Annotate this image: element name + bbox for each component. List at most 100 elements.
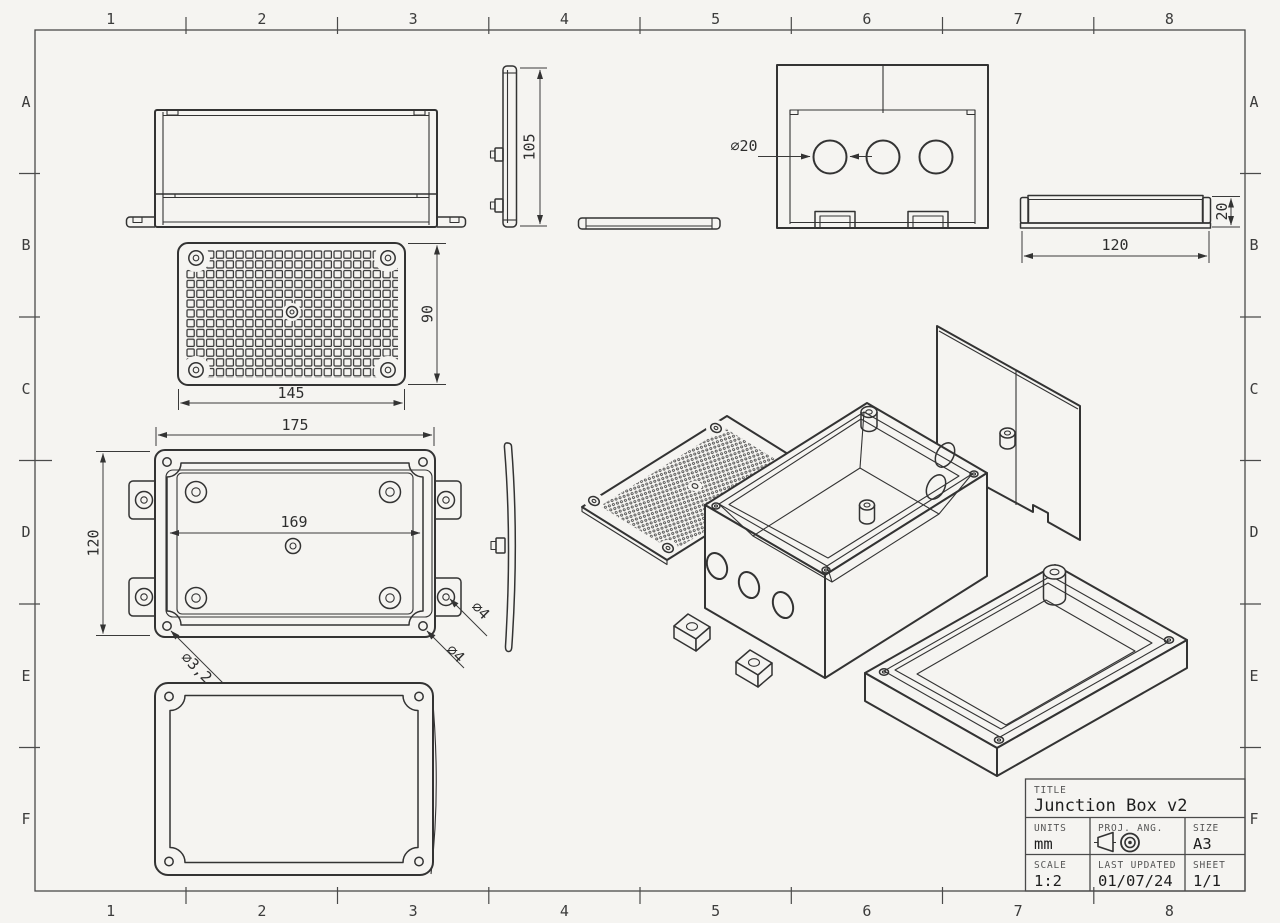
iso-floor-boss (858, 499, 876, 525)
view-end: ∅20 (730, 64, 989, 229)
zone-col: 6 (862, 902, 871, 920)
svg-text:120: 120 (1101, 236, 1128, 254)
svg-text:145: 145 (277, 384, 304, 402)
third-angle-projection-icon (1094, 831, 1140, 853)
iso-lid-tray (864, 564, 1188, 777)
projection-label: PROJ. ANG. (1098, 823, 1163, 834)
svg-text:∅4: ∅4 (443, 641, 469, 667)
dim-lid-height: 20 (1212, 196, 1240, 228)
view-exploded-iso (581, 325, 1188, 777)
cable-hole (918, 139, 954, 175)
size-label: SIZE (1193, 823, 1219, 834)
view-front (125, 109, 467, 228)
standoff-bosses (184, 480, 402, 610)
zone-labels-left: A B C D E F (21, 93, 30, 828)
title-label: TITLE (1034, 785, 1067, 796)
zone-col: 2 (257, 10, 266, 28)
iso-feet (673, 613, 773, 688)
vent-screw-holes (188, 250, 396, 378)
view-side-profile: 105 (489, 65, 547, 228)
dim-vent-width: 145 (178, 384, 405, 410)
iso-panel-boss (999, 427, 1016, 450)
updated-label: LAST UPDATED (1098, 860, 1176, 871)
svg-text:∅3,2: ∅3,2 (177, 648, 215, 686)
zone-row: F (21, 810, 30, 828)
units-label: UNITS (1034, 823, 1067, 834)
svg-text:175: 175 (281, 416, 308, 434)
zone-col: 5 (711, 902, 720, 920)
iso-lid-corner-holes (878, 636, 1175, 744)
iso-lid-corner-cylinder (1042, 564, 1067, 606)
iso-rim-screw-holes (711, 470, 979, 574)
zone-col: 7 (1014, 902, 1023, 920)
dim-lid-width: 120 (1021, 231, 1210, 263)
zone-row: C (21, 380, 30, 398)
frame-ticks-left (19, 172, 52, 749)
svg-text:20: 20 (1213, 202, 1231, 220)
zone-labels-top: 1 2 3 4 5 6 7 8 (106, 10, 1174, 28)
frame-ticks-right (1240, 172, 1261, 749)
zone-col: 3 (409, 10, 418, 28)
units-value: mm (1034, 835, 1053, 853)
svg-text:90: 90 (419, 305, 437, 323)
zone-row: B (21, 236, 30, 254)
flange-screw-holes (134, 490, 456, 607)
view-top: 169 175 120 ∅3,2 ∅4 ∅4 (85, 416, 494, 694)
zone-col: 4 (560, 902, 569, 920)
dim-hole-diameter: ∅20 (730, 137, 872, 160)
zone-row: D (1249, 523, 1258, 541)
zone-col: 7 (1014, 10, 1023, 28)
sheet-label: SHEET (1193, 860, 1226, 871)
updated-value: 01/07/24 (1098, 872, 1173, 890)
zone-col: 6 (862, 10, 871, 28)
sheet-value: 1/1 (1193, 872, 1221, 890)
leader-corner-hole-2: ∅4 (426, 630, 469, 669)
zone-row: E (1249, 667, 1258, 685)
view-lid-profile: 20 120 (1019, 194, 1240, 263)
leader-flange-hole: ∅4 (449, 598, 494, 637)
corner-holes (162, 457, 428, 631)
zone-col: 5 (711, 10, 720, 28)
zone-row: E (21, 667, 30, 685)
dim-top-width: 175 (155, 416, 435, 446)
svg-text:120: 120 (85, 529, 103, 556)
zone-row: D (21, 523, 30, 541)
iso-inner-hole (934, 442, 956, 468)
zone-row: F (1249, 810, 1258, 828)
zone-row: C (1249, 380, 1258, 398)
svg-text:∅20: ∅20 (730, 137, 757, 155)
cable-hole (812, 139, 848, 175)
view-plate-curved-profile (490, 442, 517, 653)
zone-col: 8 (1165, 10, 1174, 28)
zone-col: 2 (257, 902, 266, 920)
iso-box-body (673, 402, 988, 688)
scale-value: 1:2 (1034, 872, 1062, 890)
svg-text:∅4: ∅4 (468, 598, 494, 624)
drawing-title: Junction Box v2 (1034, 796, 1188, 816)
frame-ticks-bottom (185, 887, 1095, 904)
zone-col: 1 (106, 902, 115, 920)
zone-row: B (1249, 236, 1258, 254)
dim-top-inner-width: 169 (169, 513, 421, 536)
zone-labels-right: A B C D E F (1249, 93, 1258, 828)
view-vent-plate: 90 145 (177, 242, 446, 410)
dim-front-height: 105 (520, 67, 547, 227)
zone-row: A (1249, 93, 1258, 111)
view-lid-flat-edge (577, 217, 721, 230)
svg-text:169: 169 (280, 513, 307, 531)
iso-rim-boss (860, 405, 878, 433)
iso-inner-hole (925, 474, 947, 500)
size-value: A3 (1193, 835, 1212, 853)
zone-col: 4 (560, 10, 569, 28)
lid-corner-holes (164, 691, 424, 867)
iso-plate-screw-holes (587, 422, 723, 554)
iso-wall-holes (705, 551, 795, 620)
drawing-frame: 1 2 3 4 5 6 7 8 1 2 3 4 5 6 7 8 A B C D … (19, 10, 1261, 920)
dim-top-height: 120 (85, 451, 150, 636)
iso-vent-plate (581, 415, 813, 566)
zone-col: 1 (106, 10, 115, 28)
dim-vent-height: 90 (408, 243, 446, 385)
foot-front (814, 210, 949, 229)
